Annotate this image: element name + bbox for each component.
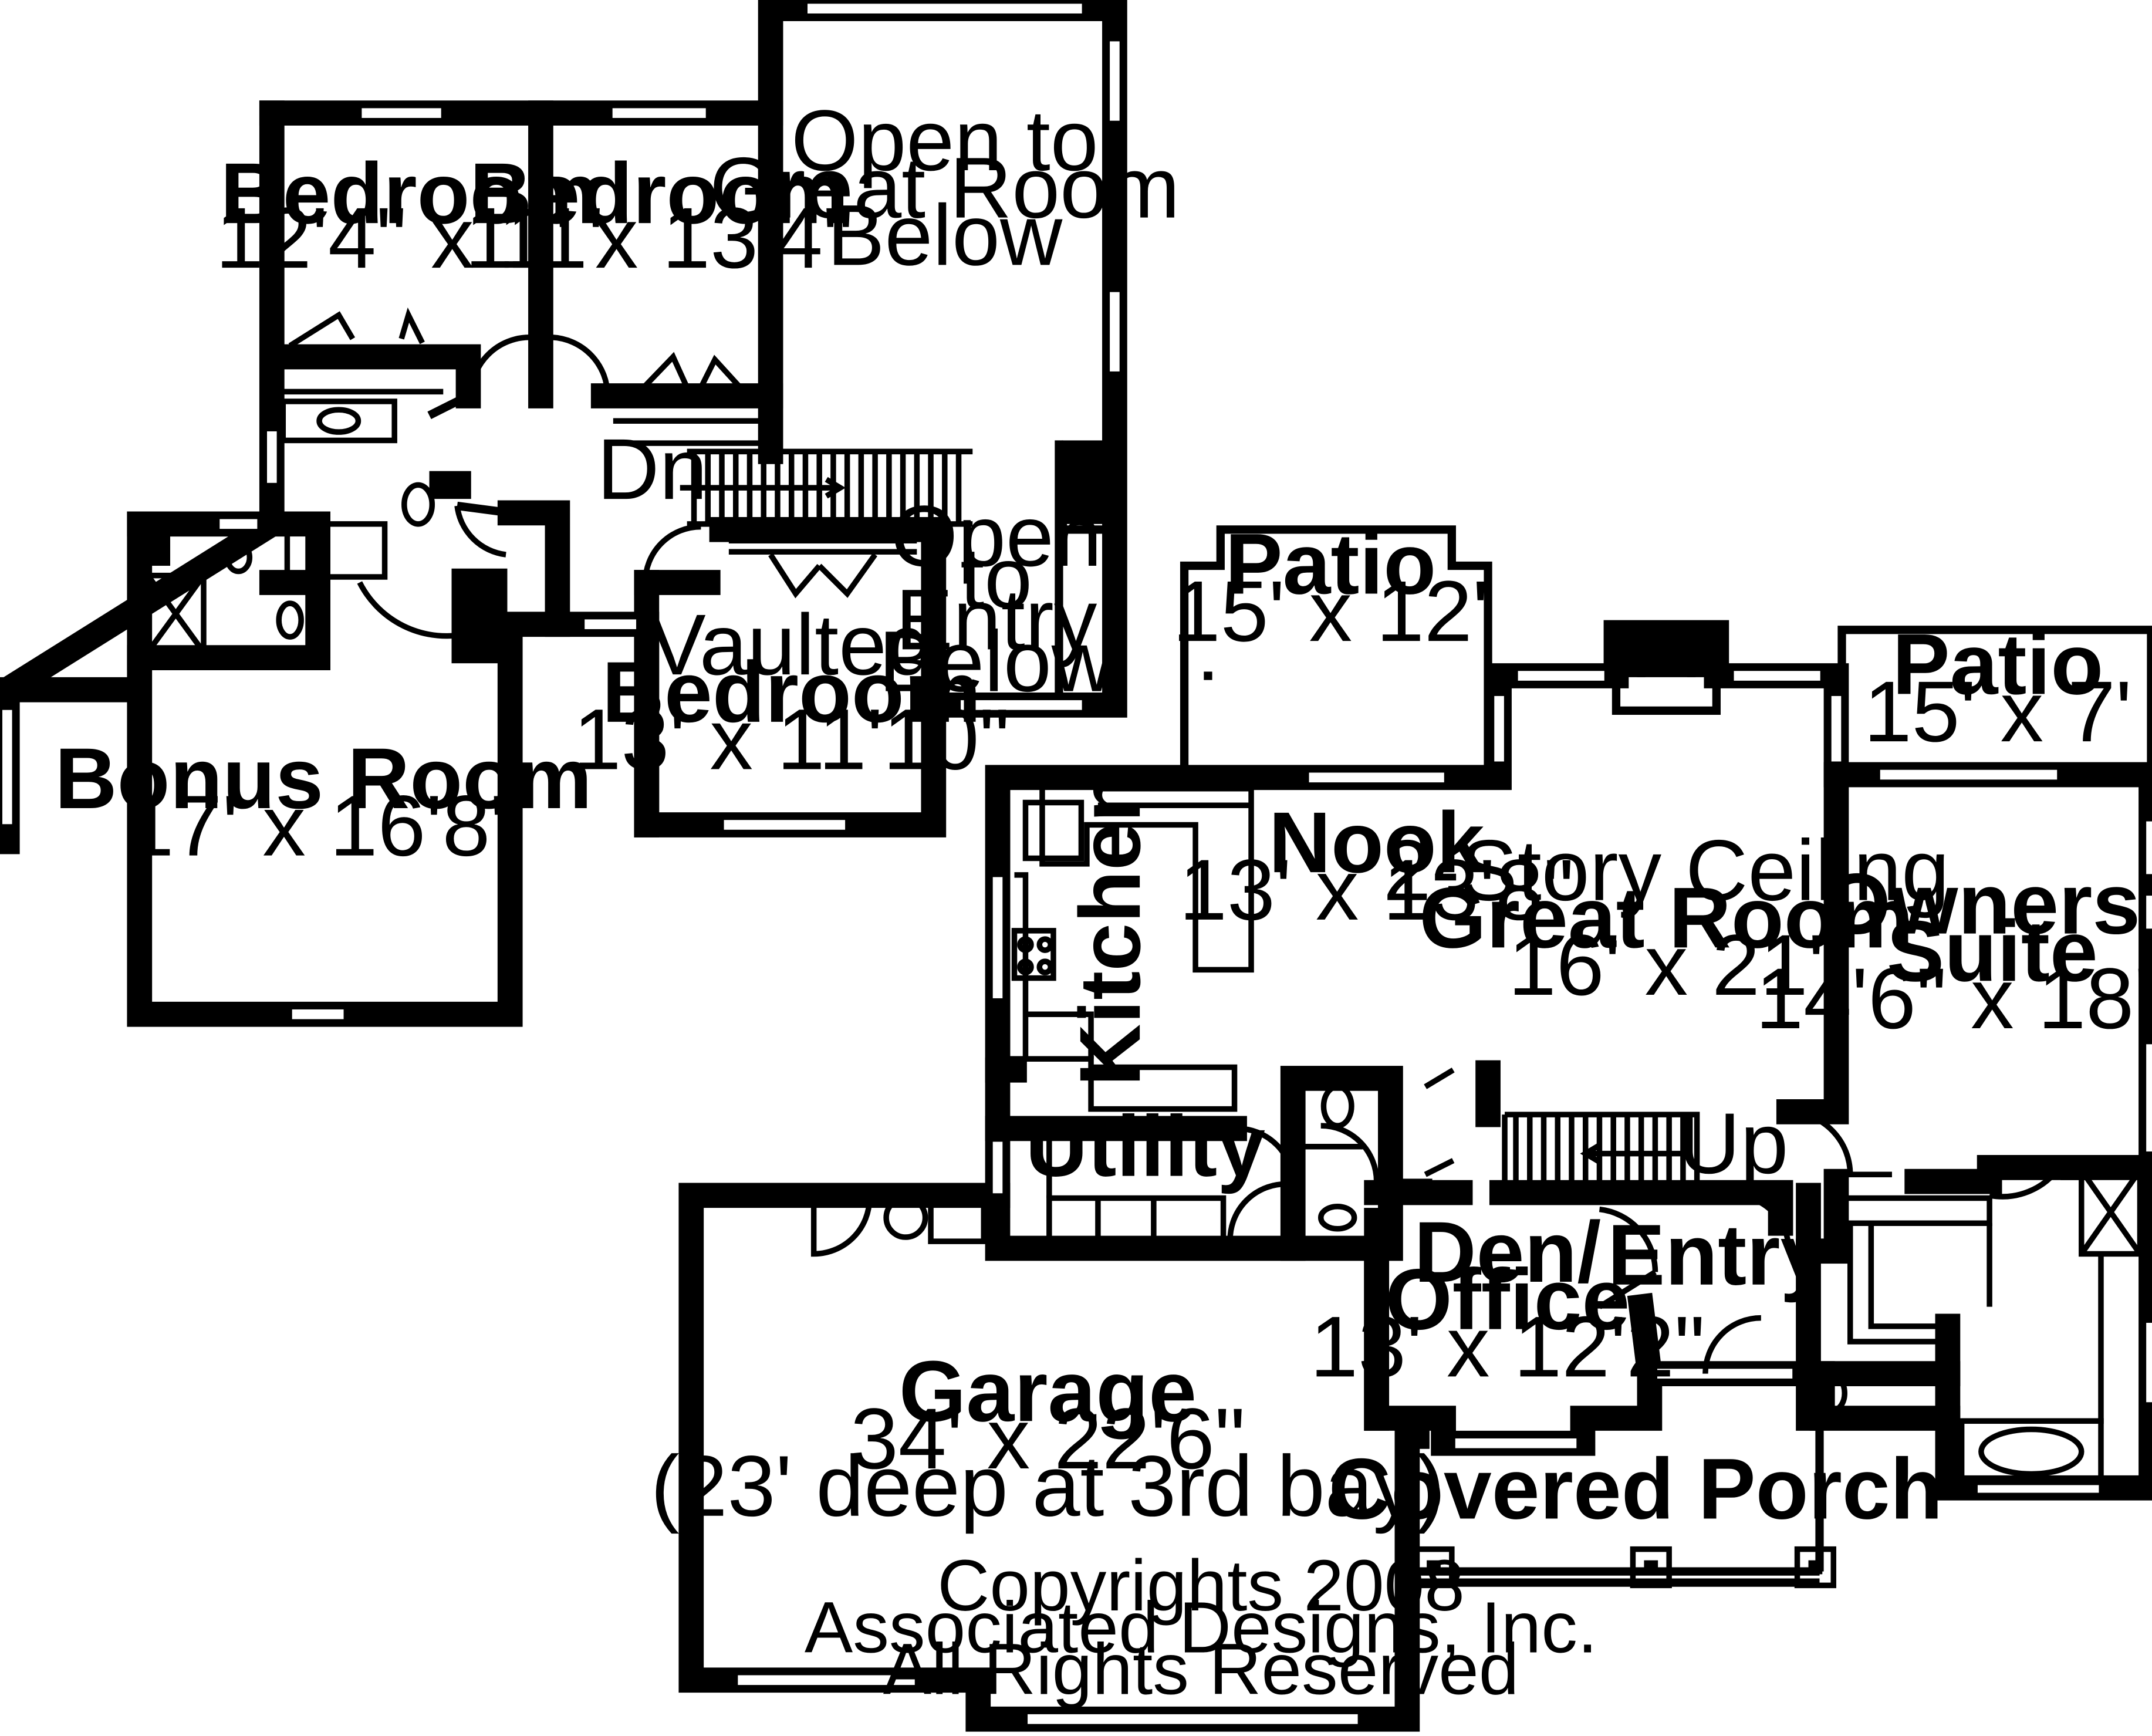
- den-line2: Office: [1385, 1252, 1630, 1348]
- owners-line2: Suite: [1887, 903, 2098, 999]
- main-floor: [678, 525, 2152, 1732]
- patio1-size: 15' x 12': [1173, 563, 1489, 660]
- open-great-line2: Great Room: [710, 140, 1180, 237]
- great-name: Great Room: [1419, 870, 1913, 966]
- open-entry-line2: to: [960, 530, 1032, 626]
- bonus-size: 17' x 16'8": [126, 778, 521, 874]
- vaulted-prefix: Vaulted: [648, 597, 935, 693]
- stairs-down: [680, 448, 973, 527]
- bedroom1-name: Bedroom: [220, 146, 599, 242]
- patio-left: [1180, 525, 1492, 769]
- copyright-line3: All Rights Reserved: [883, 1629, 1519, 1710]
- upper-floor: [0, 0, 1127, 1027]
- stairs-up-label: Up: [1678, 1096, 1788, 1192]
- patio2-name: Patio: [1892, 616, 2103, 712]
- den-size: 13' x 12'2": [1310, 1299, 1705, 1395]
- bonus-name: Bonus Room: [55, 731, 592, 827]
- room-labels: Bedroom 12'4" x 11' Bedroom 11' x 13'4" …: [55, 93, 2152, 1710]
- stairs-down-label: Dn: [597, 421, 707, 518]
- garage-wall: [678, 1183, 1420, 1732]
- open-entry-line4: Below: [879, 614, 1114, 710]
- garage-name: Garage: [899, 1343, 1197, 1440]
- bedroom2-name: Bedroom: [469, 146, 849, 242]
- nook-size: 13' x 13'8": [1179, 842, 1574, 938]
- great-prefix: 2-Story Ceiling: [1383, 823, 1950, 919]
- great-size: 16' x 21': [1508, 917, 1825, 1014]
- utility-name: Utility: [1025, 1099, 1265, 1195]
- copyright-line1: Copyrights 2008: [937, 1545, 1465, 1626]
- patio1-name: Patio: [1225, 516, 1436, 613]
- bedroom1-size: 12'4" x 11': [215, 190, 604, 286]
- stairs-up: [1502, 1112, 1700, 1193]
- open-great-line3: Below: [827, 187, 1063, 283]
- vaulted-name: Bedroom: [602, 644, 981, 741]
- open-entry-line1: Open: [891, 488, 1102, 585]
- owners-line1: Owners': [1823, 856, 2152, 953]
- copyright-line2: Associated Designs, Inc.: [805, 1587, 1597, 1668]
- den-line1: Den/: [1414, 1204, 1601, 1301]
- open-entry-line3: Entry: [896, 572, 1097, 668]
- kitchen-name: Kitchen: [1062, 769, 1158, 1086]
- garage-size: 34' x 22'6": [850, 1391, 1245, 1487]
- garage-note: (23' deep at 3rd bay): [651, 1438, 1445, 1535]
- patio2-size: 15' x 7': [1864, 664, 2132, 760]
- owners-size: 14'6" x 18'6": [1755, 951, 2152, 1047]
- vaulted-size: 13' x 11'10": [573, 692, 1010, 788]
- porch-name: Covered Porch: [1329, 1441, 1943, 1537]
- bedroom2-size: 11' x 13'4": [465, 190, 853, 286]
- nook-name: Nook: [1269, 795, 1485, 891]
- open-great-line1: Open to: [791, 93, 1099, 189]
- entry-name: Entry: [1607, 1207, 1828, 1303]
